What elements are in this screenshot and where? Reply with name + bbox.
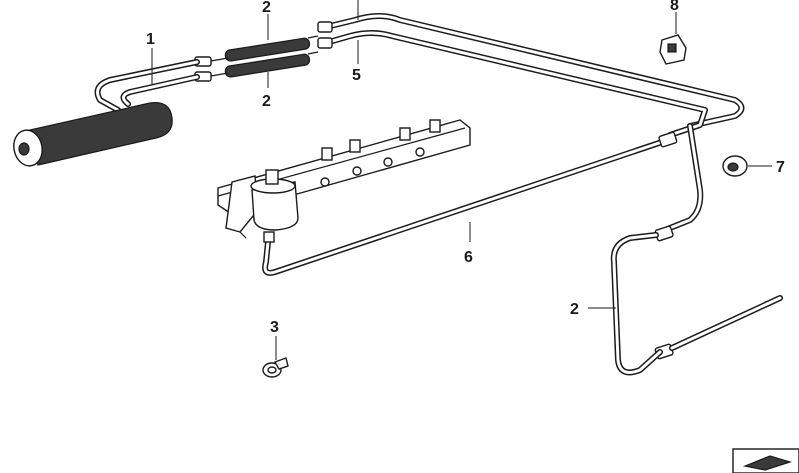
upper-hoses [210,35,319,78]
callout-2-right: 2 [570,301,579,318]
callout-3: 3 [270,319,279,336]
lower-hose-loop [610,232,783,376]
callout-1: 1 [146,31,155,48]
callout-8: 8 [670,0,679,14]
pipe-fittings [194,21,678,360]
callout-7: 7 [776,159,785,176]
callout-6: 6 [464,249,473,266]
fuel-filter [13,59,200,167]
grommet [722,155,748,177]
return-line [262,139,665,276]
callout-2-top: 2 [262,0,271,16]
callout-5: 5 [352,67,361,84]
callout-2-mid: 2 [262,93,271,110]
leader-lines [151,0,772,360]
pressure-regulator [250,169,299,243]
hose-clamp [262,357,289,378]
reference-arrow-icon [732,448,799,473]
pipe-clip [659,34,687,65]
fuel-line-loop [319,13,745,235]
